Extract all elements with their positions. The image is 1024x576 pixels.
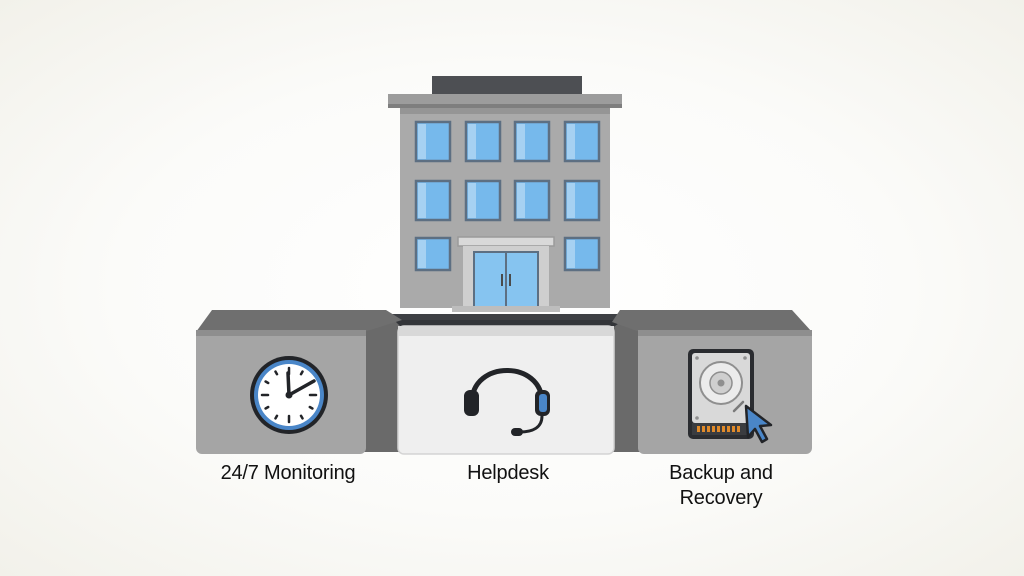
roof-cornice: [388, 94, 622, 107]
caption-backup-and-recovery: Backup and Recovery: [669, 462, 773, 509]
roof-unit: [432, 76, 582, 94]
helpdesk-block: [397, 325, 615, 455]
building-windows: [414, 120, 601, 272]
hard-drive-icon: [688, 349, 754, 439]
mouse-pointer-icon: [744, 404, 773, 444]
headset-icon: [464, 368, 550, 436]
caption-24-7-monitoring: 24/7 Monitoring: [220, 462, 356, 484]
caption-helpdesk: Helpdesk: [467, 462, 549, 484]
office-building-icon: [388, 76, 622, 312]
building-entrance: [452, 236, 560, 312]
clock-icon: [250, 356, 328, 434]
